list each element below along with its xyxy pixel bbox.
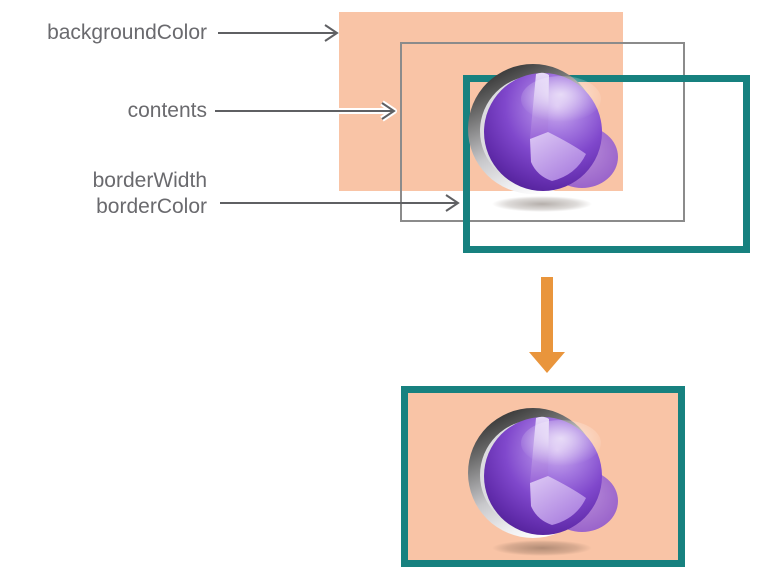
core-animation-sphere-icon <box>468 402 618 557</box>
down-arrow-icon <box>529 277 565 373</box>
background-color-label: backgroundColor <box>47 21 207 44</box>
core-animation-sphere-icon <box>468 58 618 213</box>
border-width-label: borderWidth <box>92 169 207 192</box>
border-labels: borderWidth borderColor <box>93 168 207 220</box>
contents-rect <box>400 42 685 222</box>
border-color-label: borderColor <box>96 195 207 218</box>
border-rect <box>463 75 750 253</box>
right-arrow-icon <box>218 24 339 42</box>
contents-label: contents <box>127 99 207 122</box>
